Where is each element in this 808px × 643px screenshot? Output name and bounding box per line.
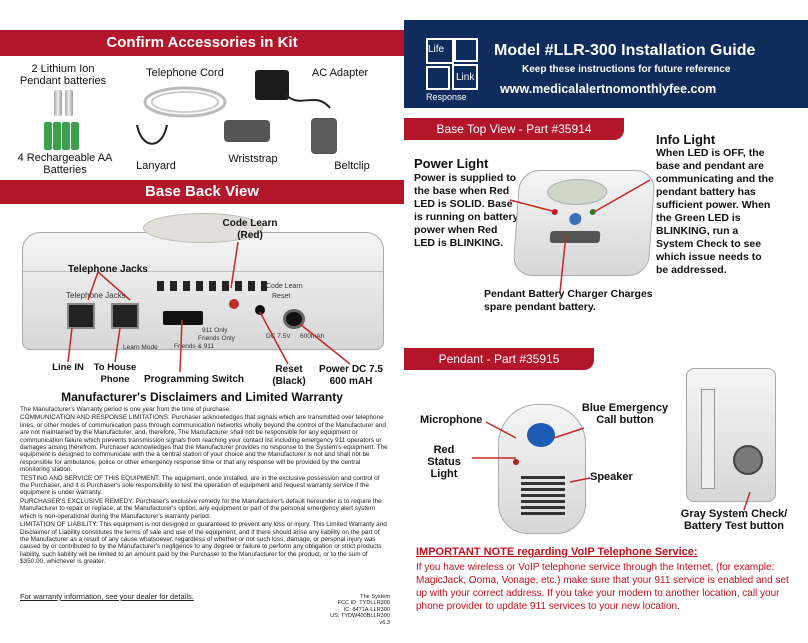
back-view-pointer-arrows [67, 241, 351, 373]
status-light [513, 459, 519, 465]
pendant-back-photo [686, 368, 776, 502]
power-jack[interactable] [283, 309, 305, 329]
device-reset-text: Reset [272, 293, 291, 300]
website-link[interactable]: www.medicalalertnomonthlyfee.com [500, 82, 717, 96]
power-dc-label: Power DC 7.5 600 mAH [319, 364, 383, 387]
disclaimer-paragraph: TESTING AND SERVICE OF THIS EQUIPMENT: T… [20, 474, 380, 497]
pendant-pointer-arrows [472, 421, 751, 511]
gray-test-button[interactable] [733, 445, 763, 475]
lithium-batteries-image [52, 90, 76, 116]
rear-vents [157, 281, 267, 291]
wriststrap-image [224, 120, 270, 142]
info-light-body: When LED is OFF, the base and pendant ar… [656, 147, 774, 276]
red-status-label: Red Status Light [427, 444, 461, 480]
reset-button[interactable] [255, 305, 265, 315]
lanyard-label: Lanyard [136, 160, 176, 172]
ac-adapter-label: AC Adapter [311, 67, 369, 79]
phone-cord-image [143, 86, 227, 118]
disclaimer-paragraph: The Manufacturer's Warranty period is on… [20, 406, 231, 413]
brand-logo: Life Link Response [426, 38, 486, 104]
charger-label: Pendant Battery Charger Charges spare pe… [484, 288, 653, 313]
device-telephone-jacks-text: Telephone Jacks [66, 291, 126, 300]
accessories-banner: Confirm Accessories in Kit [0, 30, 404, 56]
power-light-title: Power Light [414, 156, 489, 171]
aa-batteries-label: 4 Rechargeable AA Batteries [17, 152, 113, 176]
blue-call-button[interactable] [527, 423, 555, 447]
code-learn-red-label: Code Learn (Red) [222, 218, 278, 241]
disclaimer-title: Manufacturer's Disclaimers and Limited W… [61, 390, 343, 404]
header-panel: Life Link Response Model #LLR-300 Instal… [404, 20, 808, 108]
house-phone-jack[interactable] [111, 303, 139, 329]
device-learn-mode-text: Learn Mode [123, 344, 158, 351]
programming-switch-label: Programming Switch [144, 374, 245, 385]
guide-subtitle: Keep these instructions for future refer… [522, 64, 731, 75]
blue-button-label: Blue Emergency Call button [581, 402, 669, 426]
power-light-body: Power is supplied to the base when Red L… [414, 172, 519, 249]
back-view-banner: Base Back View [0, 180, 404, 204]
fcc-info: The System FCC ID: TYDLLR300 IC: 8471A-L… [330, 594, 390, 626]
pendant-front-photo [498, 404, 586, 534]
disclaimer-paragraph: COMMUNICATION AND RESPONSE LIMITATIONS: … [20, 414, 388, 474]
line-in-jack[interactable] [67, 303, 95, 329]
device-911-only-text: 911 Only [202, 327, 228, 334]
wriststrap-label: Wriststrap [228, 153, 278, 165]
beltclip-label: Beltclip [334, 160, 370, 172]
info-light-title: Info Light [656, 132, 716, 147]
microphone-label: Microphone [420, 414, 483, 426]
top-view-tab: Base Top View - Part #35914 [404, 118, 624, 140]
disclaimer-paragraph: LIMITATION OF LIABILITY: This equipment … [20, 521, 387, 566]
device-friends-only-text: Friends Only [198, 335, 235, 342]
device-ma-text: 600mAh [300, 333, 325, 340]
top-view-pointer-arrows [509, 179, 651, 293]
programming-switch[interactable] [163, 311, 203, 325]
lithium-batteries-label: 2 Lithium Ion Pendant batteries [19, 63, 107, 87]
telephone-jacks-label: Telephone Jacks [68, 264, 148, 275]
reset-black-label: Reset (Black) [272, 364, 306, 387]
disclaimer-paragraph: PURCHASER'S EXCLUSIVE REMEDY: Purchaser'… [20, 497, 382, 520]
device-dc-text: DC 7.5V [266, 333, 291, 340]
voip-heading: IMPORTANT NOTE regarding VoIP Telephone … [416, 546, 698, 558]
code-learn-button[interactable] [229, 299, 239, 309]
gray-button-label: Gray System Check/ Battery Test button [680, 508, 788, 532]
device-friends-911-text: Friends & 911 [174, 343, 214, 350]
line-in-label: Line IN [52, 362, 84, 373]
phone-cord-label: Telephone Cord [146, 67, 224, 79]
dealer-link[interactable]: For warranty information, see your deale… [20, 592, 194, 601]
voip-body: If you have wireless or VoIP telephone s… [416, 562, 789, 612]
disclaimer-body: The Manufacturer's Warranty period is on… [20, 406, 388, 566]
ac-adapter-image [255, 70, 335, 114]
speaker-label: Speaker [590, 471, 633, 483]
to-house-phone-label: To House Phone [93, 362, 137, 385]
aa-batteries-image [44, 122, 80, 150]
guide-title: Model #LLR-300 Installation Guide [494, 42, 756, 59]
lanyard-image [136, 124, 168, 145]
speaker-grille [521, 475, 565, 515]
base-back-photo [22, 213, 384, 350]
beltclip-image [311, 118, 337, 154]
pendant-tab: Pendant - Part #35915 [404, 348, 594, 370]
device-code-learn-text: Code Learn [266, 283, 303, 290]
